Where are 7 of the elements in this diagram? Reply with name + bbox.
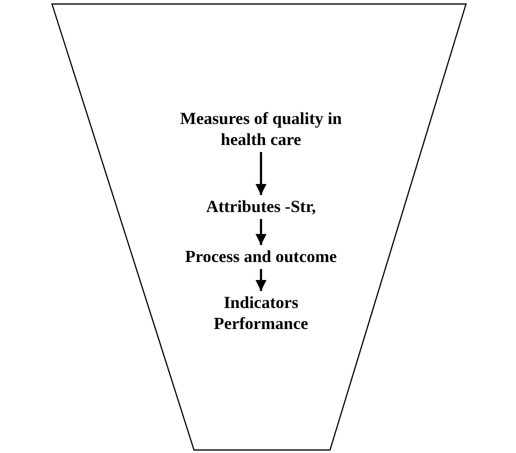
node-label: Process and outcome bbox=[184, 246, 338, 267]
arrow bbox=[256, 269, 266, 291]
node-label: Measures of quality in health care bbox=[179, 108, 343, 150]
arrow bbox=[256, 152, 266, 195]
node-label: Indicators Performance bbox=[212, 292, 310, 334]
arrow bbox=[256, 219, 266, 245]
node-label: Attributes -Str, bbox=[205, 196, 317, 217]
